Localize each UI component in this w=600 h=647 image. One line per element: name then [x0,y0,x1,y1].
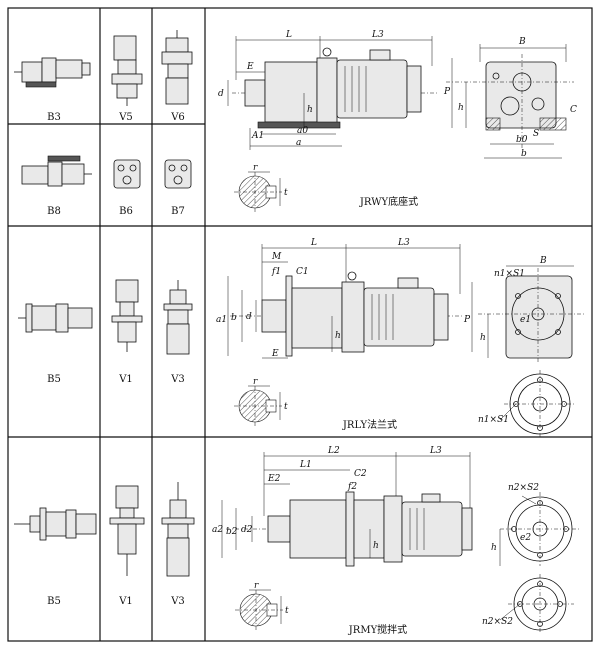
mount-thumb-b6 [113,159,141,189]
dim-f2: f2 [347,482,357,492]
table-grid [7,7,593,642]
dim-r-2: r [253,377,258,387]
mount-label-v1-flange: V1 [118,374,133,385]
flange-mount-side-view [478,268,584,364]
dim-t-2: t [284,402,288,412]
dim-A1: A1 [251,131,264,141]
dim-h-side: h [458,103,464,113]
dim-L1: L1 [299,460,312,470]
dim-b-flange: b [231,313,237,323]
dim-b2: b2 [226,527,238,537]
flange-face-view: n1×S1 [478,370,576,438]
dim-L3-agitator: L3 [429,446,442,456]
mount-label-v6: V6 [170,112,185,123]
dim-t-3: t [285,606,289,616]
flange-mount-front-view [230,271,462,357]
mount-label-v3-flange: V3 [170,374,185,385]
dim-a2: a2 [212,525,223,535]
agitator-front-dimensions: L2 L3 L1 C2 E2 f2 a2 b2 d2 h [212,446,471,558]
dim-n2s2-top: n2×S2 [508,483,539,493]
dim-d2: d2 [241,525,253,535]
mount-thumb-b3 [14,57,91,88]
mount-label-b5-agitator: B5 [47,596,61,607]
dim-L3: L3 [371,30,384,40]
mount-thumb-v1-flange [111,279,143,352]
shaft-key-section-1: r t [234,163,288,212]
dim-t-1: t [284,188,288,198]
dim-C: C [570,105,577,115]
dim-r-1: r [253,163,258,173]
dim-E: E [246,62,254,72]
foot-mount-side-view [446,44,574,150]
dim-a1: a1 [216,315,227,325]
dim-C2: C2 [354,469,367,479]
dim-B-flange: B [539,256,547,266]
dim-b0: b0 [516,135,528,145]
dim-E-flange: E [271,349,279,359]
shaft-key-section-3: r t [235,581,289,630]
mount-label-v5: V5 [118,112,133,123]
dim-B: B [518,37,526,47]
foot-mount-front-view [232,47,438,129]
dim-a: a [296,138,301,148]
flange-mount-side-dimensions: n1×S1 B e1 P h [463,256,574,358]
foot-mount-front-dimensions: L L3 E d h A1 a0 a [218,30,433,150]
dim-h-agitator-side: h [491,543,497,553]
mount-thumb-v3-flange [163,280,193,355]
dim-h: h [307,105,313,115]
mount-thumb-v5 [111,35,143,106]
dim-L: L [285,30,292,40]
dim-C1: C1 [296,267,309,277]
shaft-key-section-2: r t [234,377,288,426]
mount-thumb-v6 [161,30,193,105]
dim-L-flange: L [310,238,317,248]
title-agitator: JRMY搅拌式 [348,623,407,636]
mount-thumb-b5-agitator [14,507,97,541]
mount-thumb-b7 [164,159,192,189]
dim-f1: f1 [271,267,281,277]
mount-label-b8: B8 [47,206,61,217]
dim-L3-flange: L3 [397,238,410,248]
mount-thumb-b8 [21,155,92,187]
dim-d: d [218,89,224,99]
title-foot-mount: JRWY底座式 [359,195,418,208]
dim-e2: e2 [520,533,531,543]
dim-M: M [271,252,282,262]
dim-n2s2-bottom: n2×S2 [482,617,513,627]
mount-label-b6: B6 [119,206,133,217]
dim-e1: e1 [520,315,531,325]
dim-d-flange: d [246,312,252,322]
flange-mount-front-dimensions: M L L3 f1 C1 a1 b d h E [216,238,461,359]
dim-n1s1-bottom: n1×S1 [478,415,509,425]
dim-P-flange: P [463,315,471,325]
dim-L2: L2 [327,446,340,456]
mount-label-b3: B3 [47,112,61,123]
mount-label-v1-agitator: V1 [118,596,133,607]
dim-n1s1-top: n1×S1 [494,269,525,279]
foot-mount-side-dimensions: B P h C S b0 b [443,37,577,159]
dim-a0: a0 [297,126,308,136]
agitator-flange-face-view: n2×S2 [482,574,574,634]
agitator-flange-side-view: n2×S2 e2 h [491,483,580,566]
mount-thumb-b5-flange [18,303,93,333]
dim-h-flange: h [335,331,341,341]
dim-r-3: r [254,581,259,591]
dim-b: b [521,149,527,159]
mount-thumb-v1-agitator [109,485,145,576]
dim-S: S [533,129,539,139]
title-flange-mount: JRLY法兰式 [342,418,397,431]
mount-label-v3-agitator: V3 [170,596,185,607]
mount-label-b7: B7 [171,206,185,217]
agitator-front-view [226,491,473,567]
dim-P: P [443,87,451,97]
dim-h-flange-side: h [480,333,486,343]
dim-E2: E2 [267,474,281,484]
mount-label-b5-flange: B5 [47,374,61,385]
dim-h-agitator: h [373,541,379,551]
mount-thumb-v3-agitator [161,482,195,577]
